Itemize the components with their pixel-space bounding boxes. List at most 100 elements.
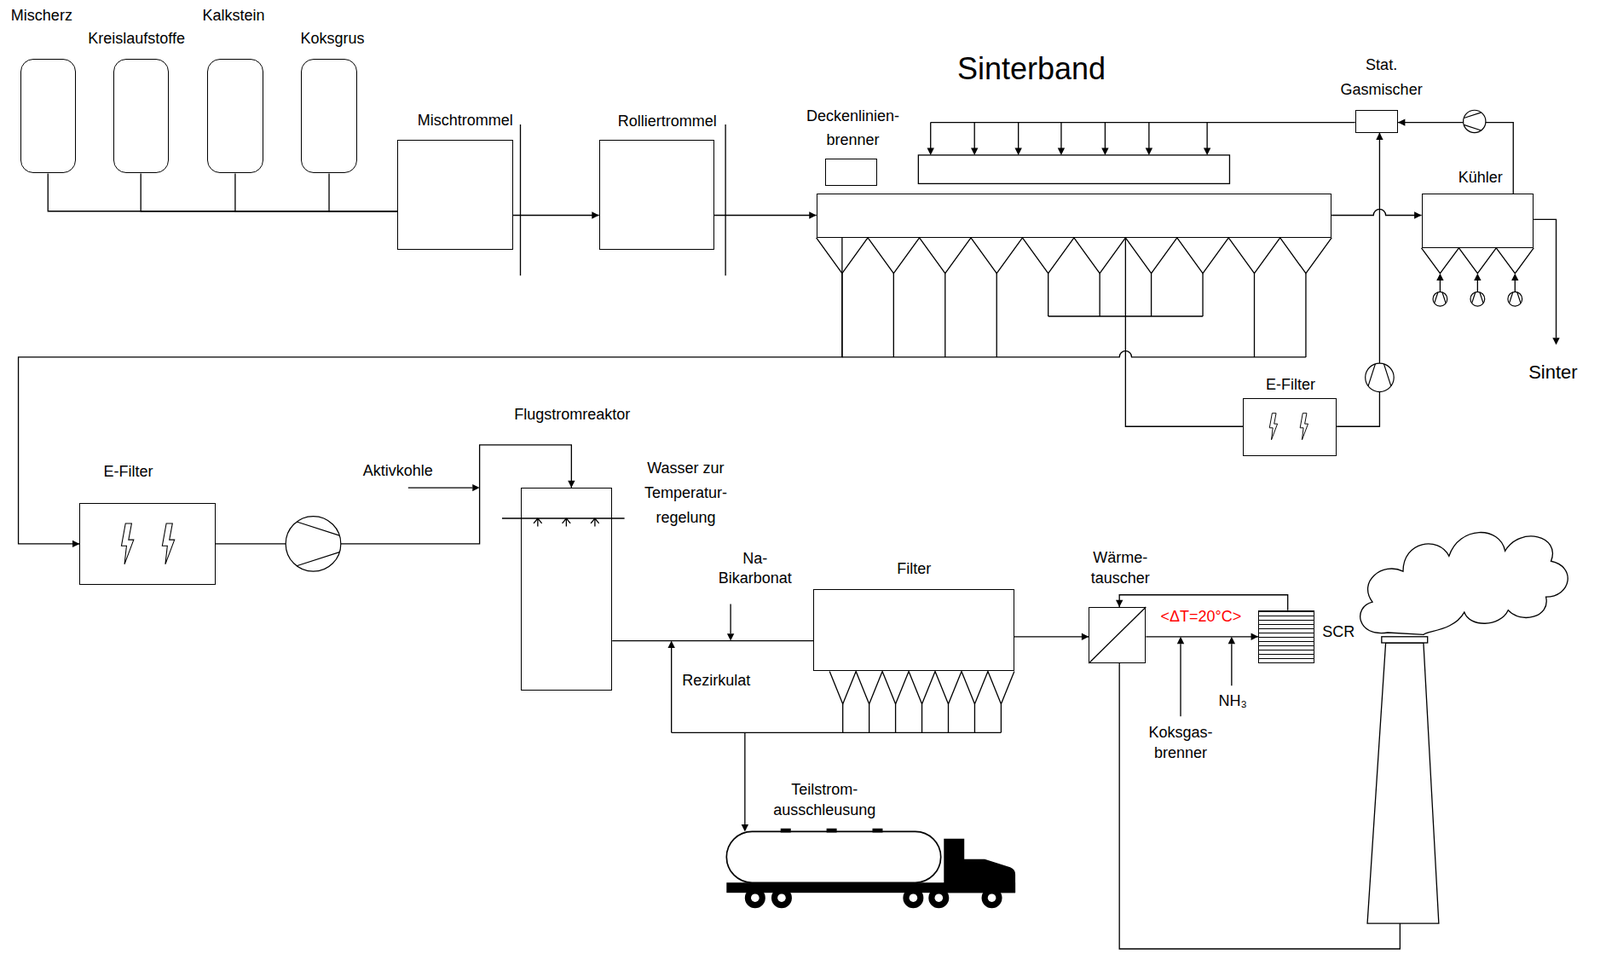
annotation-label: Teilstrom- ausschleusung: [767, 779, 882, 821]
filter-hopper: [829, 670, 1015, 704]
wind-box-hopper: [816, 237, 1333, 274]
node-label: Sinterband: [955, 51, 1108, 88]
chimney: [1367, 642, 1439, 924]
arrow-head: [1081, 633, 1089, 641]
fan-symbol: [1365, 363, 1395, 393]
sinter-discharge-line: [1533, 219, 1556, 338]
tank-body: [726, 831, 941, 883]
arrow-head: [727, 633, 734, 641]
flue-gas-line: [1119, 663, 1400, 949]
annotation-label: Sinter: [1526, 361, 1579, 384]
flow-connector: [612, 640, 814, 642]
fan-blade: [1434, 292, 1446, 304]
arrow-head: [591, 211, 599, 219]
node-label: Kalkstein: [200, 6, 266, 26]
truck-wheels: [745, 887, 1003, 908]
arrow-head: [1552, 337, 1560, 345]
feed-line: [729, 604, 731, 635]
burner-box: Deckenlinien- brenner: [825, 158, 878, 186]
connector-line: [513, 214, 600, 216]
gas-mixer: Stat. Gasmischer: [1355, 109, 1398, 133]
node-label: SCR: [1320, 623, 1357, 642]
fan-symbol: [1463, 109, 1486, 133]
fan-blade: [1463, 112, 1481, 131]
heat-exchanger: Wärme- tauscher: [1088, 606, 1146, 664]
hopper-duct: [842, 273, 1306, 358]
annotation-label: <ΔT=20°C>: [1159, 607, 1244, 627]
node-label: Kreislaufstoffe: [86, 30, 187, 50]
storage-silo: Kalkstein: [207, 58, 264, 174]
connector-line: [235, 173, 398, 211]
wheel-hubs: [750, 893, 996, 902]
flow-connector: [1331, 208, 1421, 219]
flow-connector: [140, 173, 397, 211]
drum-box: Rolliertrommel: [599, 139, 715, 250]
arrow-head: [1414, 211, 1421, 219]
connector-line: [47, 173, 397, 211]
connector-line: [215, 444, 572, 544]
fan-casing: [1365, 363, 1395, 393]
fan-symbol: [285, 516, 341, 572]
connector-line: [1331, 208, 1421, 215]
wheel: [928, 887, 949, 908]
chimney-rim: [1381, 636, 1428, 643]
collector-duct: [842, 351, 1306, 358]
fan-blade: [296, 521, 340, 567]
electrostatic-filter: E-Filter: [79, 502, 215, 585]
arrow-head: [472, 484, 480, 491]
node-label: Mischerz: [9, 6, 75, 26]
lightning-symbol: [1269, 413, 1308, 440]
flow-connector: [1125, 237, 1243, 427]
bag-filter: Filter: [813, 589, 1015, 672]
connector-line: [18, 237, 843, 544]
wheel-hub: [909, 893, 919, 902]
wheel-hub: [750, 893, 760, 902]
fan-casing: [1470, 291, 1485, 307]
arrow-head: [808, 211, 816, 219]
arrow-head: [72, 540, 80, 548]
node-label: Koksgrus: [299, 30, 367, 50]
annotation-label: Aktivkohle: [361, 462, 435, 481]
flow-connector: [18, 237, 843, 548]
connector-line: [140, 173, 397, 211]
connector-line: [1145, 635, 1259, 637]
exchanger-diagonal: [1088, 606, 1146, 664]
fan-blade: [1368, 363, 1392, 387]
wheel: [981, 887, 1003, 908]
connector-line: [1014, 635, 1089, 637]
recirculation-line: [671, 647, 1002, 825]
drum-axis: [520, 124, 727, 276]
fan-casing: [1507, 291, 1523, 307]
flow-connector: [1397, 118, 1514, 194]
wheel-hub: [777, 893, 786, 902]
lightning-symbol: [121, 523, 174, 565]
flow-connector: [1145, 633, 1259, 641]
flow-connector: [47, 173, 397, 211]
annotation-label: Rezirkulat: [680, 672, 752, 692]
annotation-label: NH₃: [1216, 693, 1248, 712]
flow-connector: [513, 211, 600, 219]
connector-line: [1397, 122, 1514, 195]
wheel-hub: [935, 893, 944, 902]
wheel: [771, 887, 792, 908]
ignition-hood: [918, 155, 1230, 185]
connector-line: [1125, 237, 1243, 427]
arrow-head: [1436, 273, 1519, 281]
feed-line: [408, 486, 473, 488]
cooling-air-line: [1439, 280, 1515, 292]
gas-distribution-line: [930, 122, 1356, 150]
fan-blade: [1509, 292, 1521, 304]
connector-line: [329, 173, 398, 211]
wheel: [745, 887, 766, 908]
smoke-cloud: [1360, 532, 1569, 636]
node-label: Kühler: [1456, 168, 1505, 188]
node-label: Wärme- tauscher: [1084, 548, 1156, 589]
annotation-label: Wasser zur Temperatur- regelung: [635, 456, 737, 530]
arrow-head: [1375, 132, 1383, 140]
truck-cab: [943, 838, 1016, 893]
fan-symbol: [1470, 291, 1485, 307]
arrow-head: [1251, 633, 1259, 641]
electrostatic-filter: E-Filter: [1242, 398, 1337, 457]
node-label: Mischtrommel: [415, 111, 515, 131]
tank-hatch: [780, 828, 884, 833]
